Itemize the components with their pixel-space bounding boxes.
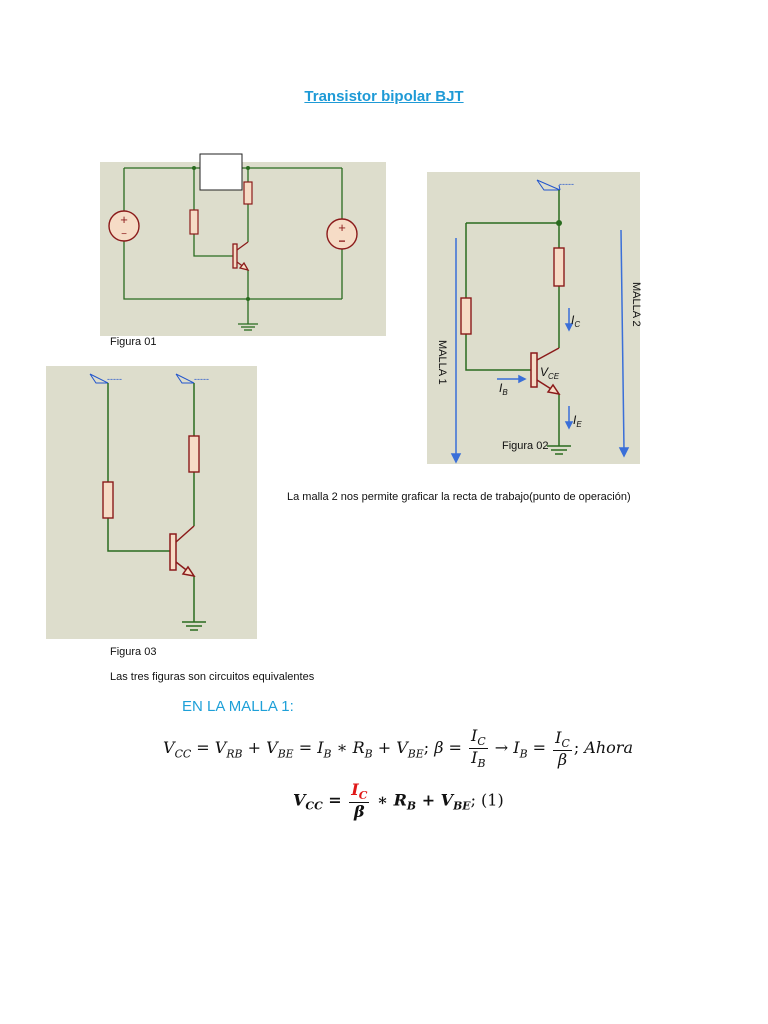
section-heading: EN LA MALLA 1:	[182, 698, 294, 715]
figure-02-wires	[465, 190, 560, 446]
figure-02-circuit: ----- MALLA 1 MALLA 2 IC VCE IB	[427, 172, 641, 464]
figure-03-resistor-rc	[188, 435, 200, 473]
figure-01-resistor-rb	[189, 209, 199, 235]
figure-01-ground	[238, 323, 258, 331]
figure-01-source-right: + −	[326, 218, 358, 250]
figure-03-panel	[46, 366, 257, 639]
figure-03-wires	[107, 383, 195, 622]
figure-01-circuit: + − + −	[100, 153, 386, 336]
figure-02-panel	[427, 172, 640, 464]
figure-03-resistor-rb	[102, 481, 114, 519]
label-ib: IB	[499, 381, 508, 397]
figure-02-transistor	[530, 347, 561, 396]
svg-text:−: −	[121, 229, 127, 240]
svg-text:+: +	[338, 220, 346, 235]
malla-1-label: MALLA 1	[436, 340, 448, 385]
label-ie: IE	[573, 413, 582, 429]
svg-text:-----: -----	[559, 179, 574, 189]
label-vce: VCE	[540, 365, 560, 381]
figure-03-antenna-2	[175, 373, 195, 384]
figure-01-load-box	[199, 153, 243, 191]
figure-01-caption: Figura 01	[110, 336, 157, 348]
figure-03-transistor	[169, 525, 196, 578]
svg-text:-----: -----	[194, 374, 209, 384]
figure-02-caption: Figura 02	[502, 440, 548, 452]
figure-03-circuit: ----- -----	[46, 366, 257, 639]
figure-02-mesh-arrows	[450, 229, 630, 464]
svg-text:−: −	[338, 234, 345, 248]
figure-02-ground	[547, 445, 571, 455]
figure-03-antenna-1	[89, 373, 109, 384]
figure-01-resistor-rc	[243, 181, 253, 205]
label-ic: IC	[571, 313, 580, 329]
figure-02-resistor-rb	[460, 297, 472, 335]
figure-03-caption: Figura 03	[110, 646, 157, 658]
figure-01-transistor	[232, 241, 250, 272]
figure-01-source-left: + −	[108, 210, 140, 242]
malla-2-label: MALLA 2	[630, 282, 641, 327]
svg-text:-----: -----	[107, 374, 122, 384]
malla-2-note: La malla 2 nos permite graficar la recta…	[287, 491, 631, 503]
page-title: Transistor bipolar BJT	[304, 88, 464, 105]
figure-02-antenna	[536, 179, 561, 191]
figure-02-resistor-rc	[553, 247, 565, 287]
figure-03-ground	[182, 621, 206, 631]
equivalent-note: Las tres figuras son circuitos equivalen…	[110, 671, 315, 683]
svg-text:+: +	[120, 212, 128, 227]
